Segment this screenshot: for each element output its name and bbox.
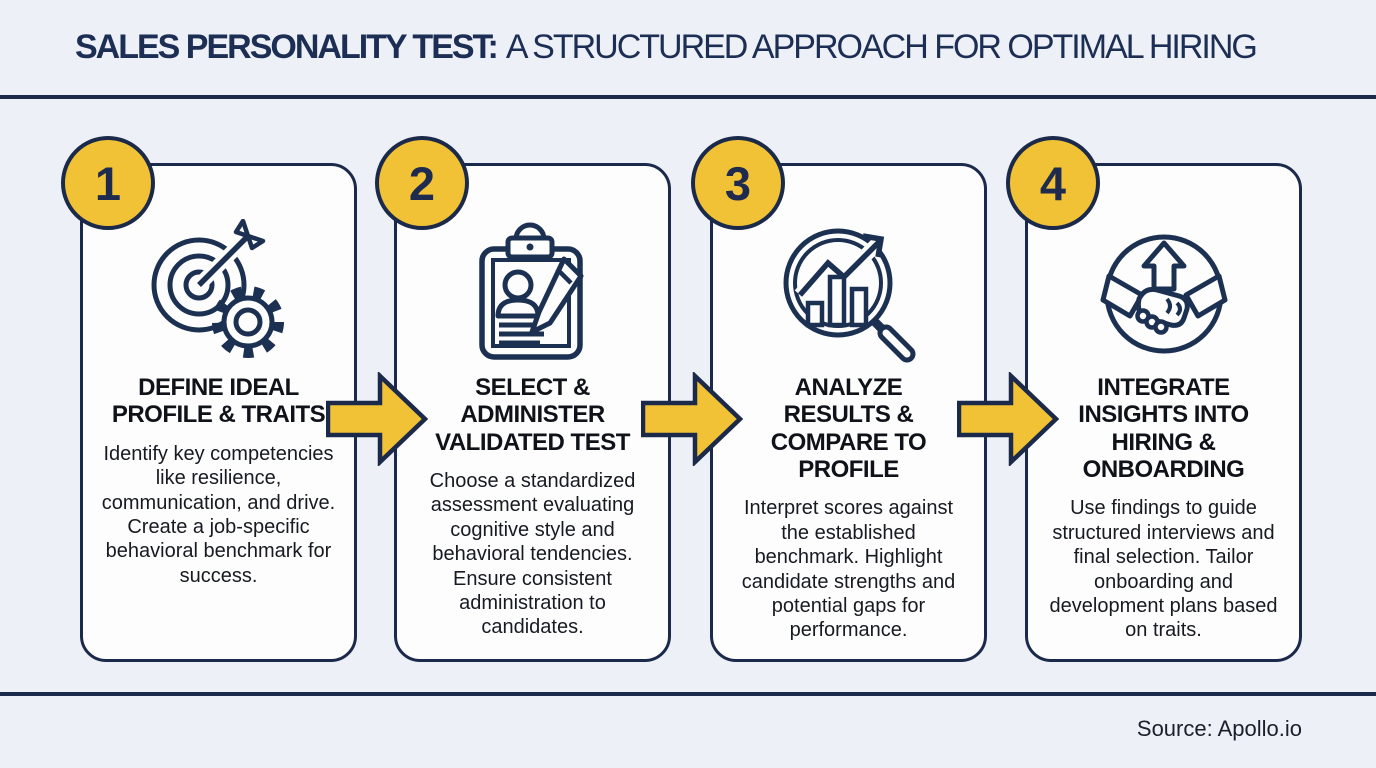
arrow-right-icon bbox=[326, 372, 428, 466]
step-1-description: Identify key competencies like resilienc… bbox=[101, 442, 336, 587]
step-4-number-badge: 4 bbox=[1006, 136, 1100, 230]
step-1-title: DEFINE IDEAL PROFILE & TRAITS bbox=[111, 374, 326, 429]
step-4-number: 4 bbox=[1039, 156, 1067, 210]
step-card-1: 1 DEFINE IDEAL PROFILE & TRAITS bbox=[61, 136, 357, 662]
step-3-number-badge: 3 bbox=[691, 136, 785, 230]
page-title-bold: SALES PERSONALITY TEST: bbox=[75, 28, 499, 66]
arrow-right-icon bbox=[641, 372, 743, 466]
target-gear-icon bbox=[144, 218, 294, 369]
step-3-number: 3 bbox=[724, 156, 752, 210]
page-title-regular: A STRUCTURED APPROACH FOR OPTIMAL HIRING bbox=[505, 28, 1258, 66]
step-3-description: Interpret scores against the established… bbox=[741, 497, 956, 642]
step-2-number-badge: 2 bbox=[375, 136, 469, 230]
step-1-number: 1 bbox=[94, 156, 122, 210]
bottom-divider bbox=[0, 692, 1376, 696]
step-4-description: Use findings to guide structured intervi… bbox=[1049, 497, 1278, 642]
handshake-growth-icon bbox=[1089, 219, 1239, 369]
page-title: SALES PERSONALITY TEST:A STRUCTURED APPR… bbox=[75, 28, 1258, 67]
magnifier-bar-chart-icon bbox=[774, 219, 924, 369]
step-2-title: SELECT & ADMINISTER VALIDATED TEST bbox=[435, 374, 630, 456]
clipboard-candidate-pencil-icon bbox=[458, 219, 608, 369]
step-3-title: ANALYZE RESULTS & COMPARE TO PROFILE bbox=[770, 374, 927, 484]
step-2-description: Choose a standardized assessment evaluat… bbox=[429, 470, 636, 639]
step-card-2: 2 SELECT & ADMINISTER VALIDATED TEST bbox=[375, 136, 671, 662]
step-4-title: INTEGRATE INSIGHTS INTO HIRING & ONBOARD… bbox=[1078, 374, 1249, 484]
step-card-4: 4 INTEGRATE INSIGHTS INTO HIRING & ONBOA… bbox=[1006, 136, 1302, 662]
top-divider bbox=[0, 95, 1376, 99]
step-1-number-badge: 1 bbox=[61, 136, 155, 230]
source-attribution: Source: Apollo.io bbox=[1136, 716, 1302, 741]
arrow-right-icon bbox=[957, 372, 1059, 466]
step-card-3: 3 ANALYZE RESULTS & COMPARE TO PROFILE bbox=[691, 136, 987, 662]
step-2-number: 2 bbox=[408, 156, 436, 210]
